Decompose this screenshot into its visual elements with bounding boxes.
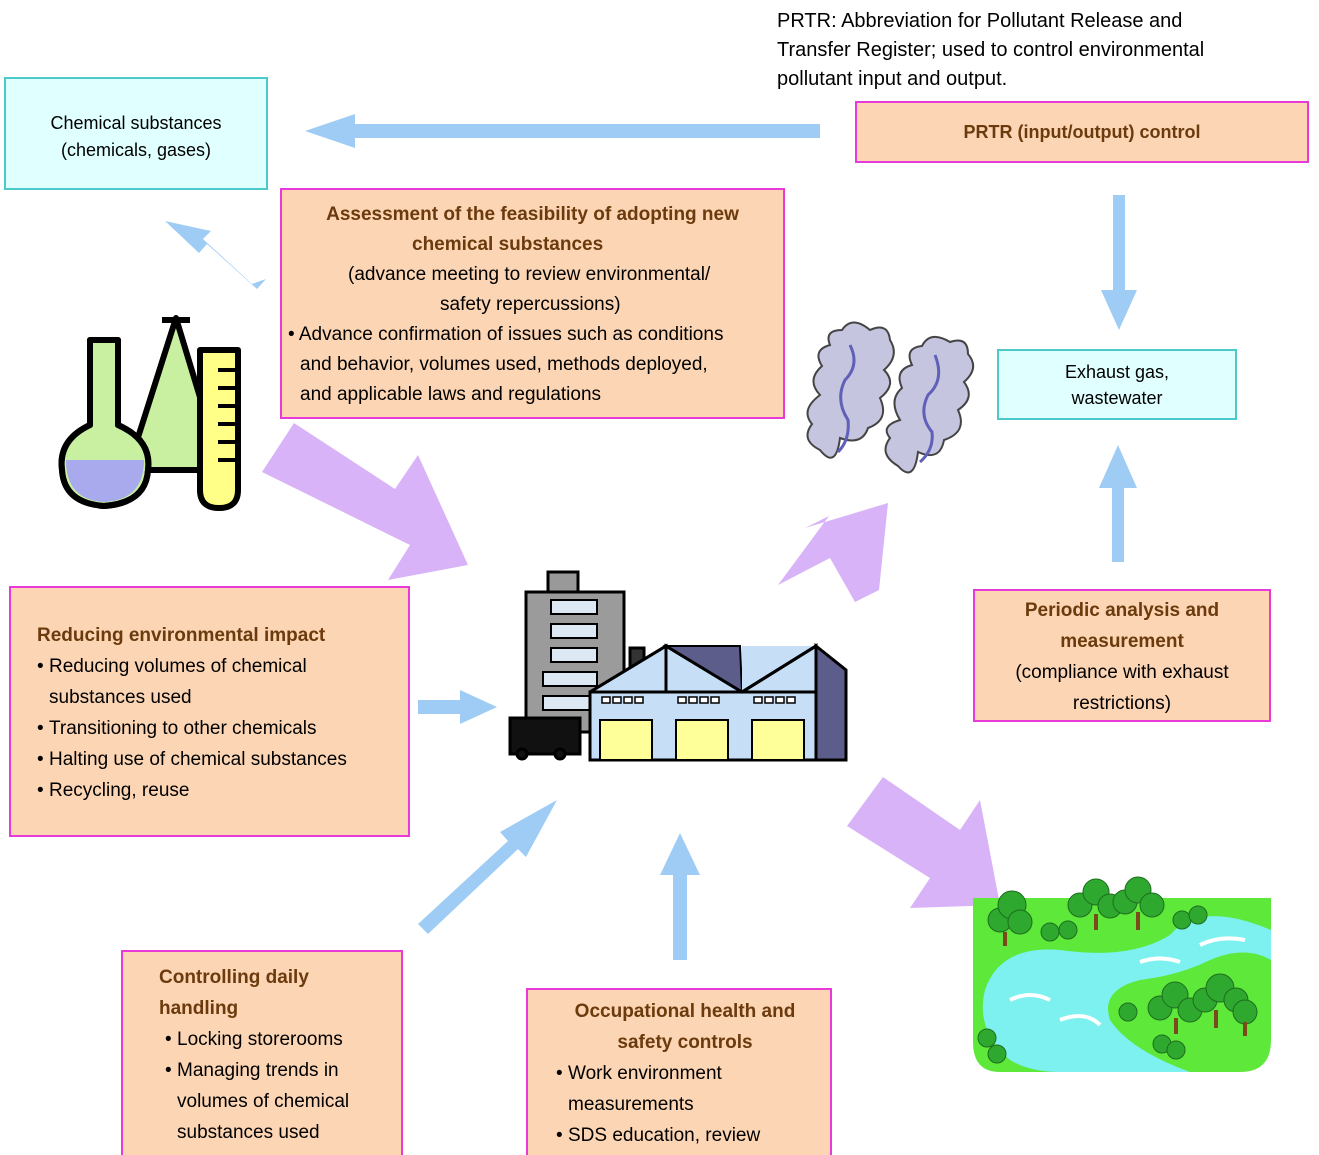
assessment-sub-line-1: (advance meeting to review environmental… (348, 264, 711, 285)
occupational-list: Work environment measurements SDS educat… (550, 1058, 760, 1151)
prtr-control-title: PRTR (input/output) control (963, 122, 1201, 142)
prtr-note-line-1: PRTR: Abbreviation for Pollutant Release… (777, 10, 1183, 32)
arrow-flasks-to-factory (262, 423, 468, 580)
reducing-list: Reducing volumes of chemical substances … (31, 651, 396, 806)
arrow-reducing-to-factory (418, 690, 497, 724)
flasks-icon (58, 315, 241, 511)
reducing-title: Reducing environmental impact (37, 625, 326, 646)
assessment-bullet-line-1: • Advance confirmation of issues such as… (288, 324, 724, 345)
occupational-health-box: Occupational health and safety controls … (526, 988, 832, 1155)
list-item: Locking storerooms (159, 1024, 391, 1055)
assessment-title-line-2: chemical substances (412, 234, 604, 255)
exhaust-box-line-2: wastewater (1071, 388, 1163, 408)
chemical-box-line-1: Chemical substances (50, 113, 222, 133)
exhaust-smoke-icon (806, 321, 975, 474)
assessment-title-line-1: Assessment of the feasibility of adoptin… (326, 204, 739, 225)
list-item: Managing trends in volumes of chemical s… (159, 1055, 391, 1148)
assessment-sub-line-2: safety repercussions) (440, 294, 621, 315)
assessment-bullet-line-3: and applicable laws and regulations (300, 384, 602, 405)
list-item: SDS education, review (550, 1120, 828, 1151)
reducing-impact-box: Reducing environmental impact Reducing v… (9, 586, 410, 837)
river-landscape-icon (973, 876, 1271, 1072)
arrow-factory-to-exhaust (778, 503, 888, 602)
arrow-occupational-to-factory (660, 833, 700, 960)
occupational-title-line-2: safety controls (617, 1032, 753, 1053)
prtr-note-line-2: Transfer Register; used to control envir… (777, 39, 1205, 61)
factory-icon (508, 570, 848, 762)
periodic-analysis-box: Periodic analysis and measurement (compl… (973, 589, 1271, 722)
arrow-factory-to-environment (847, 777, 1000, 908)
exhaust-box-line-1: Exhaust gas, (1064, 362, 1170, 382)
occupational-title-line-1: Occupational health and (574, 1001, 796, 1022)
assessment-bullet-line-2: and behavior, volumes used, methods depl… (300, 354, 708, 375)
arrow-prtr-to-exhaust (1101, 195, 1137, 330)
arrow-assessment-to-chemicals (165, 221, 266, 289)
periodic-title-line-2: measurement (1060, 631, 1184, 652)
list-item: Reducing volumes of chemical substances … (31, 651, 396, 713)
arrow-daily-to-factory (418, 800, 557, 934)
list-item: Transitioning to other chemicals (31, 713, 396, 744)
periodic-title-line-1: Periodic analysis and (1024, 600, 1220, 621)
periodic-sub-line-1: (compliance with exhaust (1015, 662, 1229, 683)
assessment-box: Assessment of the feasibility of adoptin… (280, 188, 785, 419)
chemical-box-line-2: (chemicals, gases) (60, 140, 212, 160)
daily-list: Locking storerooms Managing trends in vo… (159, 1024, 391, 1148)
chemical-substances-box: Chemical substances (chemicals, gases) (4, 77, 268, 190)
prtr-note-line-3: pollutant input and output. (777, 68, 1008, 90)
arrow-periodic-to-exhaust (1099, 445, 1137, 562)
daily-title: Controlling daily handling (159, 967, 309, 1019)
list-item: Recycling, reuse (31, 775, 396, 806)
arrow-prtr-to-chemicals (305, 114, 820, 148)
exhaust-gas-box: Exhaust gas, wastewater (997, 349, 1237, 420)
list-item: Work environment measurements (550, 1058, 760, 1120)
daily-handling-box: Controlling daily handling Locking store… (121, 950, 403, 1155)
periodic-sub-line-2: restrictions) (1072, 693, 1172, 714)
prtr-note: PRTR: Abbreviation for Pollutant Release… (777, 7, 1317, 94)
prtr-control-box: PRTR (input/output) control (855, 101, 1309, 163)
list-item: Halting use of chemical substances (31, 744, 396, 775)
